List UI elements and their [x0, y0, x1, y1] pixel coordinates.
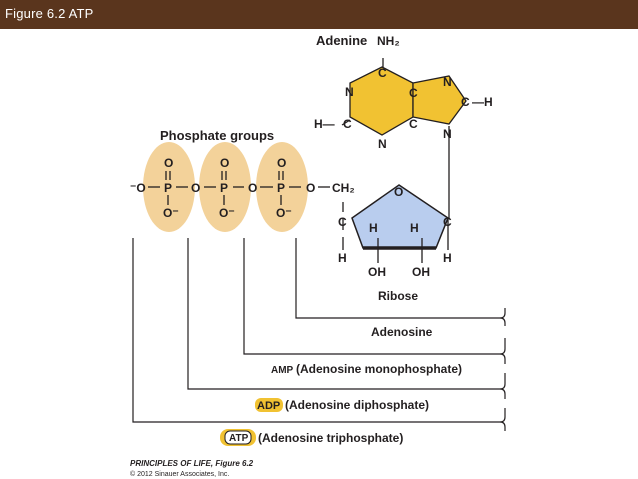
- amp-label: (Adenosine monophosphate): [296, 362, 462, 376]
- adenine-pentagon: [412, 75, 467, 125]
- atom-p: P: [164, 181, 172, 195]
- h-dash: H—: [314, 117, 335, 131]
- oh-label: OH: [368, 265, 386, 279]
- nh2-label: NH₂: [377, 34, 400, 48]
- credit-line-2: © 2012 Sinauer Associates, Inc.: [130, 470, 229, 478]
- atom-c: C: [338, 215, 347, 229]
- dash-h: —H: [472, 95, 493, 109]
- atom-h: H: [369, 221, 378, 235]
- ribose-o: O: [394, 185, 403, 199]
- adp-highlight: [255, 398, 283, 412]
- atp-badge: [224, 430, 252, 445]
- atom-p: P: [220, 181, 228, 195]
- figure-title: Figure 6.2 ATP: [5, 6, 94, 21]
- adenosine-bracket: [295, 238, 506, 326]
- atom-n: N: [443, 75, 452, 89]
- phosphate-groups-label: Phosphate groups: [160, 128, 274, 143]
- adp-abbr: ADP: [257, 400, 280, 412]
- atom-c: C: [409, 86, 418, 100]
- atom-c: C: [409, 117, 418, 131]
- atom-o: O: [164, 156, 173, 170]
- atom-n: N: [378, 137, 387, 151]
- oh-label: OH: [412, 265, 430, 279]
- ch2-label: CH₂: [332, 181, 355, 195]
- atom-o: O: [306, 181, 315, 195]
- atom-o: O: [220, 156, 229, 170]
- o-minus: O⁻: [163, 206, 179, 220]
- atom-n: N: [443, 127, 452, 141]
- atp-bracket: [132, 238, 506, 431]
- o-minus-left: ⁻O: [130, 181, 146, 195]
- phosphate-oval-3: [256, 142, 308, 232]
- ribose-label: Ribose: [378, 289, 418, 303]
- atom-h: H: [443, 251, 452, 265]
- phosphate-oval-2: [199, 142, 251, 232]
- o-minus: O⁻: [276, 206, 292, 220]
- atom-n: N: [345, 85, 354, 99]
- atp-abbr: ATP: [229, 433, 249, 444]
- credit-line-1: PRINCIPLES OF LIFE, Figure 6.2: [130, 459, 254, 468]
- title-bar: Figure 6.2 ATP: [0, 0, 638, 29]
- adenosine-label: Adenosine: [371, 325, 433, 339]
- amp-abbr: AMP: [271, 365, 294, 376]
- atp-label: (Adenosine triphosphate): [258, 431, 403, 445]
- atom-c: C: [443, 215, 452, 229]
- phosphate-oval-1: [143, 142, 195, 232]
- adp-label: (Adenosine diphosphate): [285, 398, 429, 412]
- adenine-label: Adenine: [316, 33, 367, 48]
- atom-o: O: [277, 156, 286, 170]
- amp-bracket: [243, 238, 506, 364]
- atom-o: O: [191, 181, 200, 195]
- atom-h: H: [410, 221, 419, 235]
- adp-bracket: [187, 238, 506, 399]
- o-minus: O⁻: [219, 206, 235, 220]
- atom-c: C: [343, 117, 352, 131]
- atom-c: C: [461, 95, 470, 109]
- atom-h: H: [338, 251, 347, 265]
- atom-c: C: [378, 66, 387, 80]
- atom-o: O: [248, 181, 257, 195]
- atom-p: P: [277, 181, 285, 195]
